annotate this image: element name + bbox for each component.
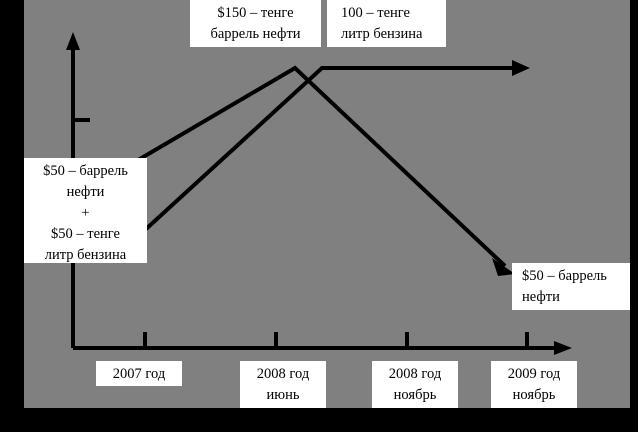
callout-start-prices: $50 – баррель нефти + $50 – тенге литр б… xyxy=(24,158,147,263)
callout-oil-peak: $150 – тенге баррель нефти xyxy=(190,0,321,47)
x-axis-arrowhead xyxy=(554,341,572,355)
callout-start-line4: $50 – тенге xyxy=(51,226,120,243)
callout-start-line1: $50 – баррель xyxy=(43,163,128,179)
callout-start-line5: литр бензина xyxy=(44,247,127,264)
callout-petrol-peak: 100 – тенге литр бензина xyxy=(327,0,446,47)
callout-oil-peak-line1: $150 – тенге xyxy=(217,5,294,21)
axis-label-2009-november-line2: ноябрь xyxy=(512,387,556,404)
axis-label-2008-june: 2008 год июнь xyxy=(240,361,326,408)
axis-label-2008-november-line2: ноябрь xyxy=(393,387,437,404)
callout-oil-end-line2: нефти xyxy=(522,289,560,306)
callout-oil-end-line1: $50 – баррель xyxy=(522,268,607,284)
axis-label-2007-line1: 2007 год xyxy=(112,366,166,382)
callout-petrol-peak-line1: 100 – тенге xyxy=(341,5,410,21)
axis-label-2008-june-line2: июнь xyxy=(266,387,300,404)
petrol-price-arrowhead xyxy=(512,60,530,76)
frame-left-border xyxy=(0,0,24,432)
axis-label-2008-november: 2008 год ноябрь xyxy=(372,361,458,408)
y-axis-arrowhead xyxy=(66,32,80,50)
callout-start-line3: + xyxy=(81,205,90,222)
callout-oil-peak-line2: баррель нефти xyxy=(210,26,301,43)
frame-right-border xyxy=(630,0,638,432)
axis-label-2007: 2007 год xyxy=(96,361,182,386)
axis-label-2008-november-line1: 2008 год xyxy=(388,366,442,382)
callout-start-line2: нефти xyxy=(66,184,105,201)
oil-price-line xyxy=(131,65,507,268)
oil-price-arrowhead xyxy=(492,258,515,276)
callout-oil-end: $50 – баррель нефти xyxy=(512,263,638,310)
frame-bottom-border xyxy=(0,408,638,432)
axis-label-2008-june-line1: 2008 год xyxy=(256,366,310,382)
petrol-price-line xyxy=(132,66,518,242)
axis-label-2009-november-line1: 2009 год xyxy=(507,366,561,382)
axis-label-2009-november: 2009 год ноябрь xyxy=(491,361,577,408)
callout-petrol-peak-line2: литр бензина xyxy=(341,26,423,43)
